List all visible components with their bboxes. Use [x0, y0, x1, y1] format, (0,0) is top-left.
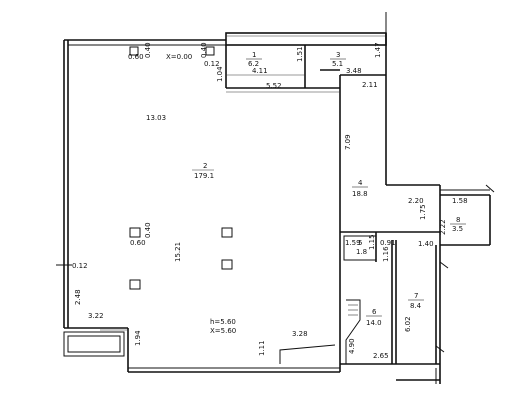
- dim-490: 4.90: [348, 338, 356, 354]
- room7-number: 7: [414, 292, 418, 300]
- dim-091: 0.91: [380, 239, 396, 247]
- dim-151: 1.51: [296, 46, 304, 62]
- room8-number: 8: [456, 216, 460, 224]
- column-low-2: [221, 259, 233, 270]
- dim-040-a: 0.40: [144, 42, 152, 58]
- dim-1521: 15.21: [174, 242, 182, 262]
- tick-right-3: [435, 345, 445, 353]
- column-mid-1: [129, 227, 141, 238]
- top-strip-wall: [225, 32, 387, 46]
- dim-211: 2.11: [362, 81, 378, 89]
- room5-number: 5: [358, 239, 362, 247]
- tick-right-1: [485, 184, 495, 193]
- room3-area: 5.1: [332, 60, 343, 68]
- dim-248: 2.48: [74, 289, 82, 305]
- dim-322: 3.22: [88, 312, 104, 320]
- dim-115: 1.15: [368, 234, 376, 250]
- dim-012-left: 0.12: [72, 262, 88, 270]
- dim-159: 1.59: [345, 239, 361, 247]
- dim-104: 1.04: [216, 66, 224, 82]
- dim-194: 1.94: [134, 330, 142, 346]
- room4-number: 4: [358, 179, 363, 187]
- dim-158: 1.58: [452, 197, 468, 205]
- dim-220: 2.20: [408, 197, 424, 205]
- column-top: [129, 46, 139, 56]
- room4-area: 18.8: [352, 190, 368, 198]
- room3-number: 3: [336, 51, 340, 59]
- column-low-1: [129, 279, 141, 290]
- dim-060-mid: 0.60: [130, 239, 146, 247]
- room2-area: 179.1: [194, 172, 214, 180]
- dim-140: 1.40: [418, 240, 434, 248]
- dim-175: 1.75: [419, 204, 427, 220]
- column-top-2: [205, 46, 215, 56]
- ramp: [279, 344, 336, 364]
- bottom-left-box: [63, 331, 125, 357]
- dim-060-top: 0.60: [128, 53, 144, 61]
- room6-number: 6: [372, 308, 377, 316]
- room8-area: 3.5: [452, 225, 463, 233]
- dim-040-mid: 0.40: [144, 222, 152, 238]
- dim-1303: 13.03: [146, 114, 166, 122]
- dim-552: 5.52: [266, 82, 282, 90]
- bottom-left-box-inner: [67, 335, 121, 353]
- stair: [345, 299, 361, 364]
- dim-265: 2.65: [373, 352, 389, 360]
- tick-right-2: [439, 261, 449, 269]
- level-mark-bottom-x: X=5.60: [210, 327, 236, 335]
- dim-222: 2.22: [439, 219, 447, 235]
- room5-area: 1.8: [356, 248, 367, 256]
- room1-number: 1: [252, 51, 256, 59]
- dim-348: 3.48: [346, 67, 362, 75]
- room7-area: 8.4: [410, 302, 422, 310]
- dim-040-b: 0.40: [200, 42, 208, 58]
- dim-602: 6.02: [404, 316, 412, 332]
- level-mark-bottom-h: h=5.60: [210, 318, 236, 326]
- dim-709: 7.09: [344, 134, 352, 150]
- dim-111: 1.11: [258, 340, 266, 356]
- room2-number: 2: [203, 162, 207, 170]
- level-mark-top: X=0.00: [166, 53, 192, 61]
- column-mid-2: [221, 227, 233, 238]
- dim-012-top: 0.12: [204, 60, 220, 68]
- room6-area: 14.0: [366, 319, 382, 327]
- room1-area: 6.2: [248, 60, 259, 68]
- dim-328: 3.28: [292, 330, 308, 338]
- dim-116: 1.16: [382, 246, 390, 262]
- dim-411: 4.11: [252, 67, 268, 75]
- dim-147: 1.47: [374, 42, 382, 58]
